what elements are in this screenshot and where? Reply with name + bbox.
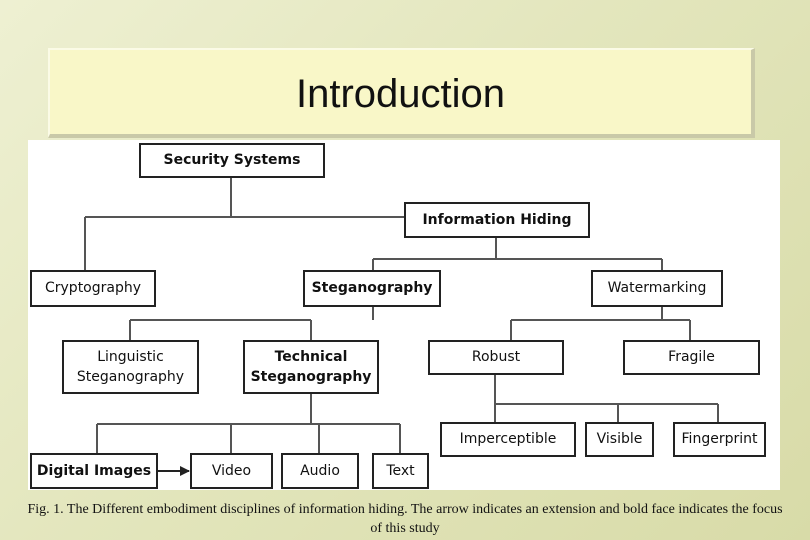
diagram-panel: Security Systems Information Hiding Cryp… bbox=[28, 140, 780, 490]
connector-lines bbox=[84, 176, 719, 476]
slide-title: Introduction bbox=[295, 72, 506, 116]
node-watermarking: Watermarking bbox=[591, 270, 723, 307]
node-cryptography: Cryptography bbox=[30, 270, 156, 307]
figure-caption: Fig. 1. The Different embodiment discipl… bbox=[27, 502, 783, 536]
node-technical-steganography: Technical Steganography bbox=[243, 340, 379, 394]
slide-title-bar: Introduction bbox=[48, 48, 755, 138]
node-imperceptible: Imperceptible bbox=[440, 422, 576, 457]
node-digital-images: Digital Images bbox=[30, 453, 158, 489]
node-security-systems: Security Systems bbox=[139, 143, 325, 178]
node-fragile: Fragile bbox=[623, 340, 760, 375]
node-fingerprint: Fingerprint bbox=[673, 422, 766, 457]
node-linguistic-steganography: Linguistic Steganography bbox=[62, 340, 199, 394]
node-text: Text bbox=[372, 453, 429, 489]
node-information-hiding: Information Hiding bbox=[404, 202, 590, 238]
node-steganography: Steganography bbox=[303, 270, 441, 307]
node-video: Video bbox=[190, 453, 273, 489]
node-visible: Visible bbox=[585, 422, 654, 457]
node-robust: Robust bbox=[428, 340, 564, 375]
node-audio: Audio bbox=[281, 453, 359, 489]
